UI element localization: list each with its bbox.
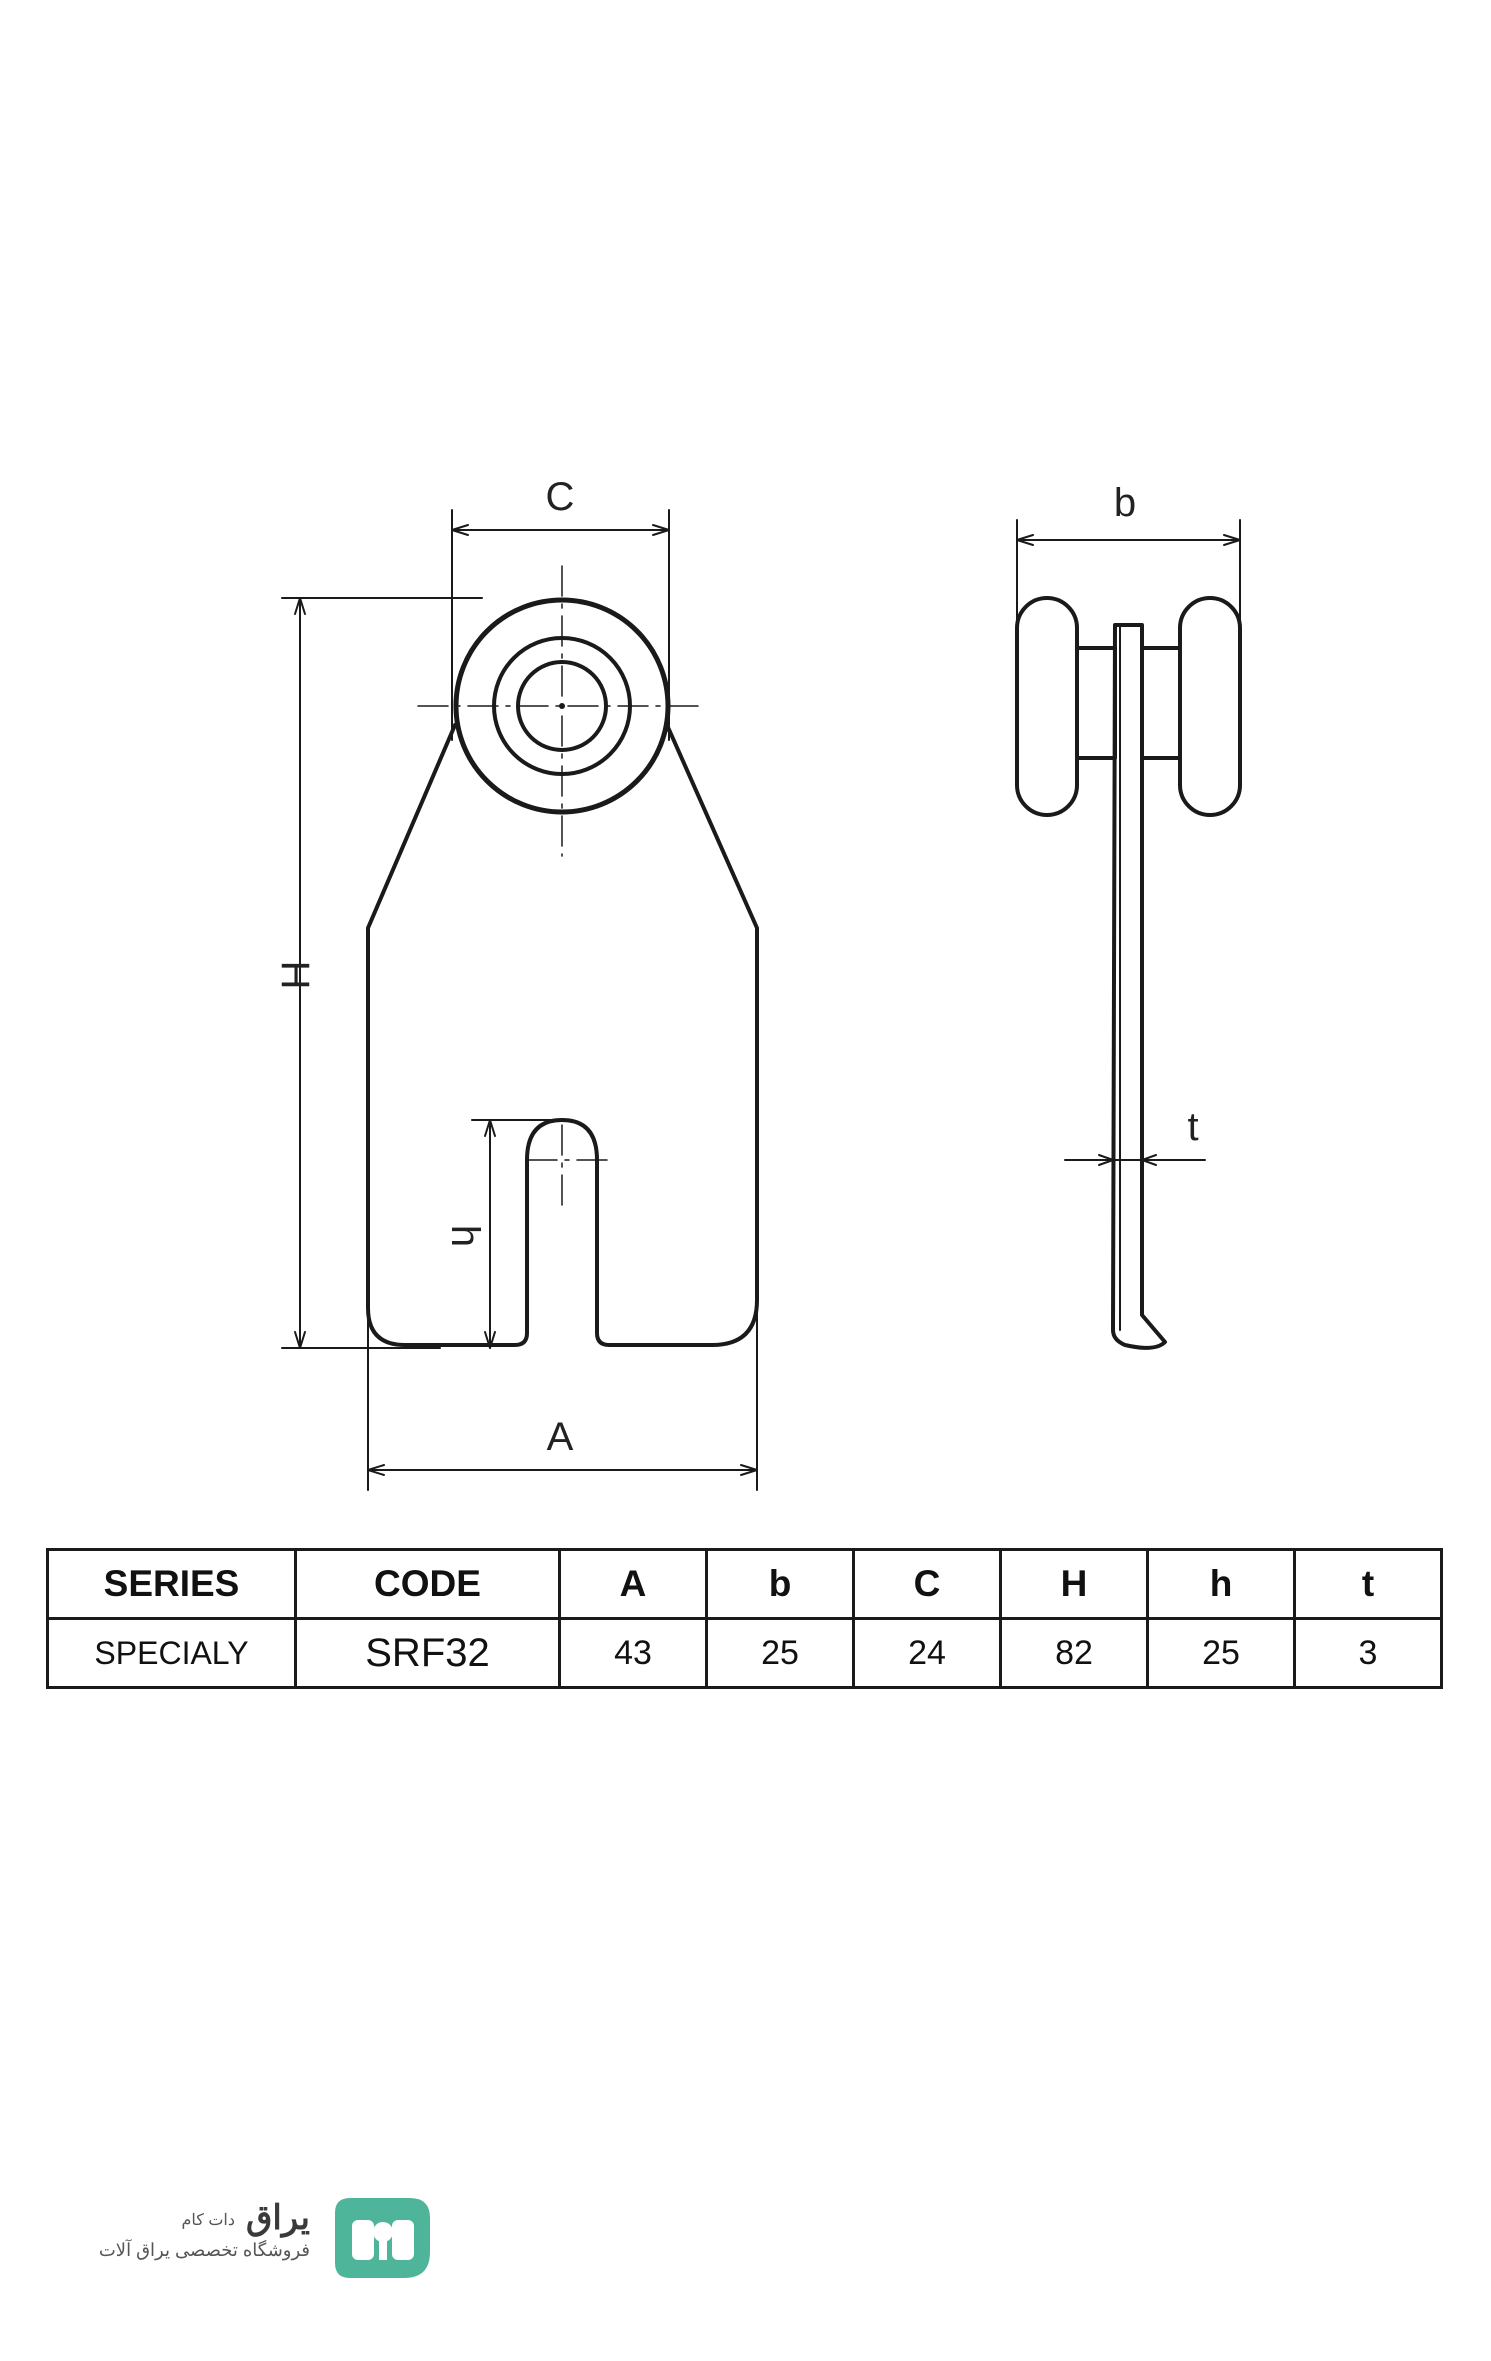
technical-drawing: C H h A b t [273, 475, 1242, 1491]
label-A: A [547, 1415, 574, 1459]
table-header-row: SERIES CODE A b C H h t [46, 1548, 1443, 1620]
cell-H: 82 [999, 1617, 1149, 1689]
specification-table: SERIES CODE A b C H h t SPECIALY SRF32 4… [46, 1548, 1443, 1689]
cell-C: 24 [852, 1617, 1002, 1689]
header-H: H [999, 1548, 1149, 1620]
cell-A: 43 [558, 1617, 708, 1689]
left-wheel [1015, 596, 1079, 817]
cell-code: SRF32 [294, 1617, 561, 1689]
header-code: CODE [294, 1548, 561, 1620]
dimension-t [1064, 1154, 1206, 1166]
brand-logo-block: دات کام یراق فروشگاه تخصصی یراق آلات [99, 2190, 435, 2285]
dimension-C [451, 509, 670, 741]
brand-name: یراق [245, 2199, 310, 2237]
header-C: C [852, 1548, 1002, 1620]
label-H: H [273, 961, 317, 990]
dimension-b [1016, 519, 1241, 641]
front-view-plate [366, 597, 759, 1347]
dimension-h [471, 1119, 563, 1349]
side-plate [1111, 623, 1167, 1350]
keyhole-logo-icon [335, 2198, 430, 2278]
label-C: C [546, 475, 575, 519]
cell-series: SPECIALY [46, 1617, 297, 1689]
label-t: t [1187, 1105, 1198, 1149]
table-row: SPECIALY SRF32 43 25 24 82 25 3 [46, 1617, 1443, 1689]
side-view-roller [1015, 596, 1242, 1350]
dimension-A [367, 1299, 758, 1491]
brand-tagline: فروشگاه تخصصی یراق آلات [98, 2240, 310, 2260]
brand-domain: دات کام [181, 2212, 235, 2229]
header-b: b [705, 1548, 855, 1620]
cell-t: 3 [1293, 1617, 1443, 1689]
right-wheel [1178, 596, 1242, 817]
dimension-H [281, 597, 483, 1349]
cell-h: 25 [1146, 1617, 1296, 1689]
header-series: SERIES [46, 1548, 297, 1620]
label-h: h [443, 1225, 487, 1247]
cell-b: 25 [705, 1617, 855, 1689]
header-A: A [558, 1548, 708, 1620]
header-t: t [1293, 1548, 1443, 1620]
label-b: b [1114, 481, 1136, 525]
header-h: h [1146, 1548, 1296, 1620]
